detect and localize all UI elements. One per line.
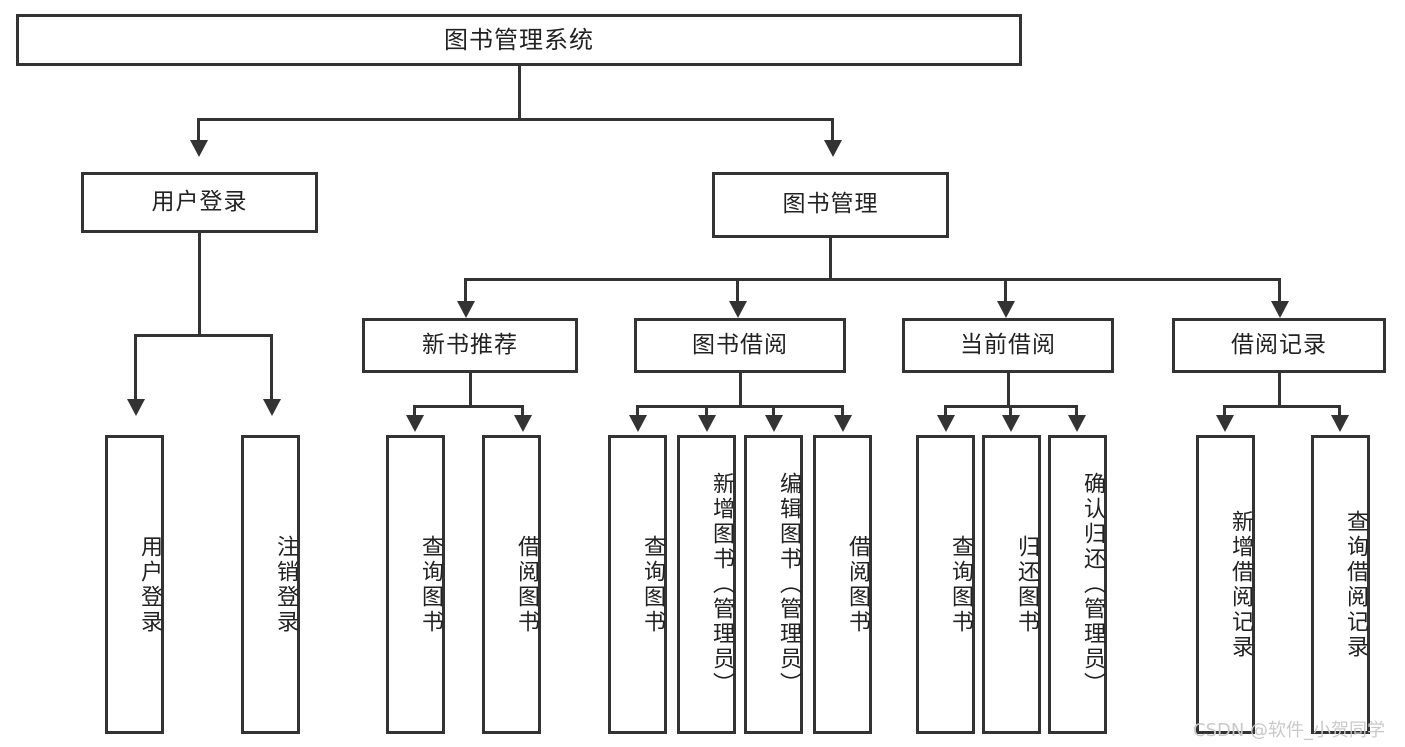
edge-br-drop-2 bbox=[1338, 405, 1341, 417]
edge-root-bus bbox=[197, 118, 834, 121]
node-label: 用户登录 bbox=[137, 534, 162, 635]
leaf-bb-query-book[interactable]: 查询图书 bbox=[608, 435, 667, 734]
edge-book-management-stem bbox=[829, 238, 832, 278]
arrow-to-nbr-leaf-2 bbox=[514, 415, 532, 432]
node-new-book-recommend[interactable]: 新书推荐 bbox=[362, 318, 578, 373]
edge-bm-drop-1 bbox=[464, 278, 467, 303]
leaf-cb-return-book[interactable]: 归还图书 bbox=[982, 435, 1041, 734]
arrow-to-bb-leaf-2 bbox=[698, 415, 716, 432]
node-label: 图书管理 bbox=[782, 191, 879, 218]
leaf-user-login[interactable]: 用户登录 bbox=[105, 435, 164, 734]
arrow-to-cb-leaf-3 bbox=[1068, 415, 1086, 432]
leaf-bb-edit-book-admin[interactable]: 编辑图书（管理员） bbox=[744, 435, 803, 734]
node-label: 编辑图书（管理员） bbox=[776, 472, 801, 697]
edge-user-login-drop-2 bbox=[270, 334, 273, 401]
arrow-to-br-leaf-1 bbox=[1216, 415, 1234, 432]
edge-bb-drop-3 bbox=[772, 405, 775, 417]
leaf-bb-borrow-book[interactable]: 借阅图书 bbox=[813, 435, 872, 734]
edge-bb-drop-1 bbox=[636, 405, 639, 417]
node-borrow-record[interactable]: 借阅记录 bbox=[1172, 318, 1386, 373]
arrow-to-current-borrow bbox=[997, 301, 1015, 318]
arrow-to-user-login bbox=[190, 140, 208, 157]
edge-bb-stem bbox=[739, 373, 742, 405]
edge-cb-drop-3 bbox=[1075, 405, 1078, 417]
node-current-borrow[interactable]: 当前借阅 bbox=[902, 318, 1114, 373]
leaf-logout[interactable]: 注销登录 bbox=[241, 435, 300, 734]
edge-bb-bus bbox=[636, 405, 844, 408]
node-label: 查询图书 bbox=[948, 534, 973, 635]
arrow-to-cb-leaf-1 bbox=[937, 415, 955, 432]
node-label: 借阅图书 bbox=[845, 534, 870, 635]
edge-bb-drop-4 bbox=[841, 405, 844, 417]
node-label: 用户登录 bbox=[151, 188, 248, 215]
leaf-bb-add-book-admin[interactable]: 新增图书（管理员） bbox=[677, 435, 736, 734]
arrow-to-new-book-recommend bbox=[457, 301, 475, 318]
edge-bb-drop-2 bbox=[705, 405, 708, 417]
edge-cb-drop-1 bbox=[944, 405, 947, 417]
arrow-to-book-borrow bbox=[729, 301, 747, 318]
leaf-cb-confirm-return-admin[interactable]: 确认归还（管理员） bbox=[1048, 435, 1107, 734]
edge-nbr-drop-1 bbox=[413, 405, 416, 417]
node-label: 确认归还（管理员） bbox=[1080, 472, 1105, 697]
leaf-nbr-query-book[interactable]: 查询图书 bbox=[386, 435, 445, 734]
node-root-book-management-system[interactable]: 图书管理系统 bbox=[16, 14, 1022, 66]
node-label: 当前借阅 bbox=[960, 331, 1056, 358]
node-label: 借阅记录 bbox=[1231, 331, 1327, 358]
arrow-to-logout-leaf bbox=[263, 399, 281, 416]
edge-bm-drop-4 bbox=[1278, 278, 1281, 303]
edge-cb-stem bbox=[1007, 373, 1010, 405]
arrow-to-nbr-leaf-1 bbox=[406, 415, 424, 432]
node-label: 归还图书 bbox=[1014, 534, 1039, 635]
edge-cb-drop-2 bbox=[1009, 405, 1012, 417]
arrow-to-borrow-record bbox=[1271, 301, 1289, 318]
edge-user-login-drop-1 bbox=[134, 334, 137, 401]
leaf-br-add-record[interactable]: 新增借阅记录 bbox=[1196, 435, 1255, 734]
node-label: 新增图书（管理员） bbox=[709, 472, 734, 697]
leaf-br-query-record[interactable]: 查询借阅记录 bbox=[1311, 435, 1370, 734]
edge-root-stem bbox=[518, 66, 521, 118]
edge-nbr-stem bbox=[469, 373, 472, 405]
arrow-to-user-login-leaf bbox=[127, 399, 145, 416]
arrow-to-br-leaf-2 bbox=[1331, 415, 1349, 432]
node-label: 借阅图书 bbox=[514, 534, 539, 635]
edge-user-login-bus bbox=[134, 334, 273, 337]
edge-root-drop-right bbox=[831, 118, 834, 142]
node-label: 查询图书 bbox=[640, 534, 665, 635]
edge-br-drop-1 bbox=[1223, 405, 1226, 417]
node-label: 查询图书 bbox=[418, 534, 443, 635]
node-label: 图书管理系统 bbox=[444, 25, 594, 54]
arrow-to-book-management bbox=[824, 140, 842, 157]
edge-user-login-stem bbox=[198, 233, 201, 334]
node-user-login[interactable]: 用户登录 bbox=[81, 172, 318, 233]
arrow-to-cb-leaf-2 bbox=[1002, 415, 1020, 432]
watermark-text: CSDN @软件_小贺同学 bbox=[1193, 720, 1386, 741]
arrow-to-bb-leaf-1 bbox=[629, 415, 647, 432]
node-book-borrow[interactable]: 图书借阅 bbox=[634, 318, 846, 373]
edge-book-management-bus bbox=[464, 278, 1281, 281]
leaf-cb-query-book[interactable]: 查询图书 bbox=[916, 435, 975, 734]
node-book-management[interactable]: 图书管理 bbox=[712, 172, 949, 238]
node-label: 查询借阅记录 bbox=[1343, 509, 1368, 660]
leaf-nbr-borrow-book[interactable]: 借阅图书 bbox=[482, 435, 541, 734]
edge-br-bus bbox=[1223, 405, 1341, 408]
edge-br-stem bbox=[1278, 373, 1281, 405]
node-label: 新增借阅记录 bbox=[1228, 509, 1253, 660]
node-label: 新书推荐 bbox=[422, 331, 518, 358]
edge-bm-drop-2 bbox=[736, 278, 739, 303]
arrow-to-bb-leaf-4 bbox=[834, 415, 852, 432]
edge-bm-drop-3 bbox=[1004, 278, 1007, 303]
edge-root-drop-left bbox=[197, 118, 200, 142]
node-label: 图书借阅 bbox=[692, 331, 788, 358]
node-label: 注销登录 bbox=[273, 534, 298, 635]
edge-nbr-drop-2 bbox=[521, 405, 524, 417]
edge-nbr-bus bbox=[413, 405, 524, 408]
arrow-to-bb-leaf-3 bbox=[765, 415, 783, 432]
